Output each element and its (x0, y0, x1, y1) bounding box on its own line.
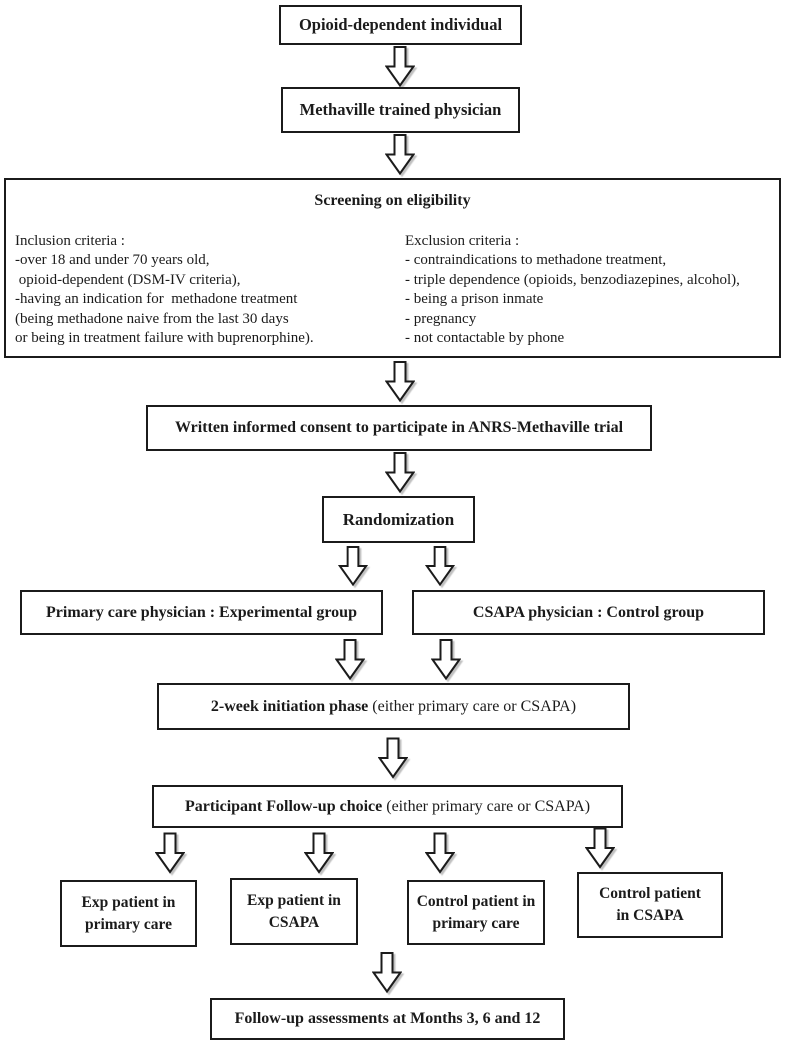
down-arrow-icon (372, 952, 402, 994)
box-label-bold: 2-week initiation phase (210, 697, 369, 715)
down-arrow-icon (585, 827, 615, 869)
down-arrow-icon (155, 832, 185, 874)
down-arrow-icon (378, 737, 408, 779)
box-label-line: Control patient (599, 885, 701, 902)
box-label-bold: Participant Follow-up choice (184, 797, 383, 815)
box-exp-patient-primary-care: Exp patient in primary care (60, 880, 197, 947)
box-label-line: in CSAPA (616, 907, 684, 924)
box-label-regular: (either primary care or CSAPA) (368, 697, 577, 715)
box-label: Follow-up assessments at Months 3, 6 and… (234, 1010, 541, 1027)
box-label: Methaville trained physician (299, 100, 502, 119)
down-arrow-icon (385, 452, 415, 493)
box-followup-assessments: Follow-up assessments at Months 3, 6 and… (210, 998, 565, 1040)
exclusion-line: - being a prison inmate (405, 291, 544, 308)
exclusion-line: - triple dependence (opioids, benzodiaze… (405, 271, 740, 288)
box-randomization: Randomization (322, 496, 475, 543)
box-initiation-phase: 2-week initiation phase (either primary … (157, 683, 630, 730)
down-arrow-icon (431, 639, 461, 681)
exclusion-line: - pregnancy (405, 310, 477, 327)
inclusion-line: (being methadone naive from the last 30 … (15, 310, 289, 327)
down-arrow-icon (338, 546, 368, 586)
exclusion-criteria-list: Exclusion criteria : - contraindications… (405, 232, 740, 348)
box-screening-on-eligibility: Screening on eligibility Inclusion crite… (4, 178, 781, 358)
exclusion-header: Exclusion criteria : (405, 233, 520, 249)
down-arrow-icon (425, 832, 455, 874)
box-label: CSAPA physician : Control group (472, 603, 705, 621)
box-label-line: primary care (432, 914, 520, 932)
inclusion-line: -having an indication for methadone trea… (15, 291, 298, 308)
box-label-regular: (either primary care or CSAPA) (382, 797, 591, 815)
box-label-line: Exp patient in (81, 893, 176, 911)
inclusion-criteria-list: Inclusion criteria : -over 18 and under … (15, 232, 314, 348)
box-label: Opioid-dependent individual (298, 15, 503, 34)
down-arrow-icon (385, 134, 415, 175)
box-opioid-dependent-individual: Opioid-dependent individual (279, 5, 522, 45)
box-label: Written informed consent to participate … (174, 419, 624, 436)
screening-title: Screening on eligibility (314, 192, 471, 209)
box-control-patient-primary-care: Control patient in primary care (407, 880, 545, 945)
inclusion-header: Inclusion criteria : (15, 233, 125, 249)
box-label: Primary care physician : Experimental gr… (46, 603, 357, 621)
inclusion-line: opioid-dependent (DSM-IV criteria), (15, 271, 241, 288)
down-arrow-icon (335, 639, 365, 681)
box-exp-patient-csapa: Exp patient in CSAPA (230, 878, 358, 945)
down-arrow-icon (385, 46, 415, 87)
exclusion-line: - contraindications to methadone treatme… (405, 252, 667, 269)
box-followup-choice: Participant Follow-up choice (either pri… (152, 785, 623, 828)
inclusion-line: or being in treatment failure with bupre… (15, 330, 314, 347)
box-experimental-group: Primary care physician : Experimental gr… (20, 590, 383, 635)
box-label-line: CSAPA (268, 913, 320, 931)
down-arrow-icon (385, 361, 415, 402)
box-label-line: Exp patient in (247, 891, 341, 909)
box-label-line: Control patient in (416, 892, 536, 910)
box-control-patient-csapa: Control patient in CSAPA (577, 872, 723, 938)
box-label-line: primary care (84, 915, 173, 933)
box-methaville-trained-physician: Methaville trained physician (281, 87, 520, 133)
box-written-informed-consent: Written informed consent to participate … (146, 405, 652, 451)
inclusion-line: -over 18 and under 70 years old, (15, 252, 210, 269)
down-arrow-icon (425, 546, 455, 586)
box-control-group: CSAPA physician : Control group (412, 590, 765, 635)
box-label: Randomization (342, 509, 455, 529)
down-arrow-icon (304, 832, 334, 874)
exclusion-line: - not contactable by phone (405, 330, 565, 347)
